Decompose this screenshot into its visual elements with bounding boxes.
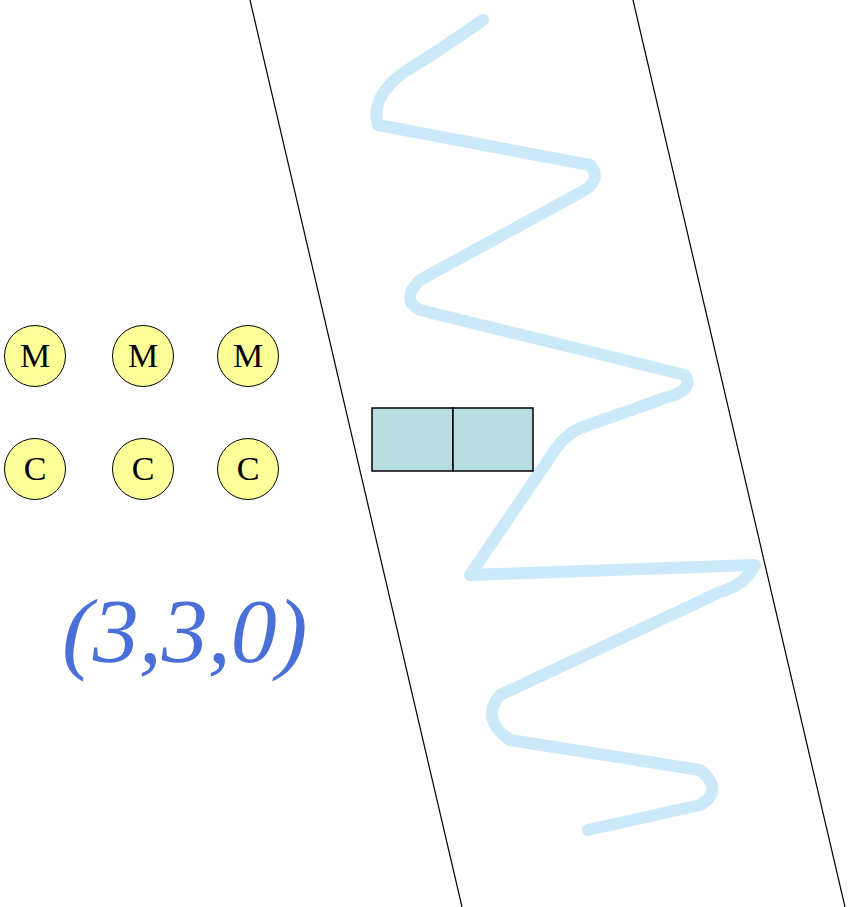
person-letter: C	[24, 452, 47, 486]
person-letter: C	[237, 452, 260, 486]
boat-seat	[372, 408, 453, 471]
person-letter: M	[128, 339, 158, 373]
person-circle: M	[4, 325, 66, 387]
person-circle: C	[217, 438, 279, 500]
person-circle: M	[217, 325, 279, 387]
state-note: (3,3,0)	[62, 585, 307, 677]
person-letter: M	[20, 339, 50, 373]
person-circle: C	[112, 438, 174, 500]
person-letter: M	[233, 339, 263, 373]
person-circle: M	[112, 325, 174, 387]
person-circle: C	[4, 438, 66, 500]
river-bank	[633, 0, 845, 907]
boat-seat	[453, 408, 533, 471]
person-letter: C	[132, 452, 155, 486]
